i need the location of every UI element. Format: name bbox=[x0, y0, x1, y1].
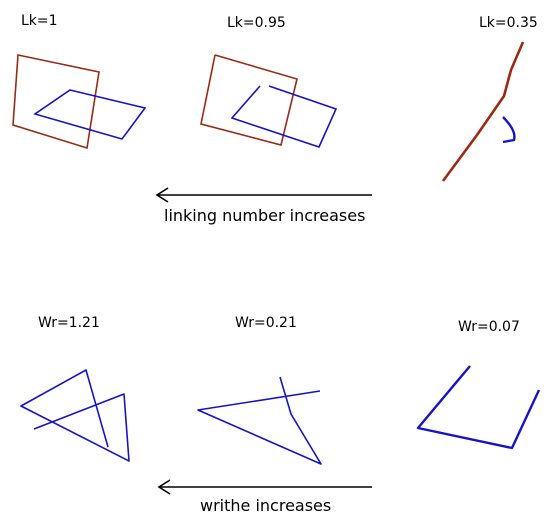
label-wr-021: Wr=0.21 bbox=[235, 315, 297, 331]
panel-lk-095 bbox=[200, 54, 338, 148]
label-wr-007: Wr=0.07 bbox=[458, 319, 520, 335]
red-square-loop bbox=[12, 54, 100, 150]
panel-lk-1 bbox=[12, 54, 147, 150]
top-arrow-head bbox=[155, 187, 169, 203]
label-lk-1: Lk=1 bbox=[21, 13, 58, 29]
label-lk-035: Lk=0.35 bbox=[479, 15, 538, 31]
curve-wr-121 bbox=[20, 369, 130, 462]
bottom-arrow-head bbox=[157, 479, 171, 495]
curve-wr-021 bbox=[197, 376, 322, 465]
panel-lk-035 bbox=[441, 41, 525, 182]
curve-wr-007 bbox=[416, 365, 541, 450]
top-arrow-caption: linking number increases bbox=[164, 206, 365, 225]
blue-hook bbox=[502, 116, 516, 144]
red-square-open bbox=[200, 54, 298, 146]
bottom-arrow-caption: writhe increases bbox=[200, 496, 331, 515]
label-lk-095: Lk=0.95 bbox=[227, 15, 286, 31]
label-wr-121: Wr=1.21 bbox=[38, 315, 100, 331]
red-curve bbox=[441, 41, 525, 182]
blue-rhombus-loop bbox=[33, 89, 147, 140]
blue-rhombus-open bbox=[230, 85, 338, 148]
